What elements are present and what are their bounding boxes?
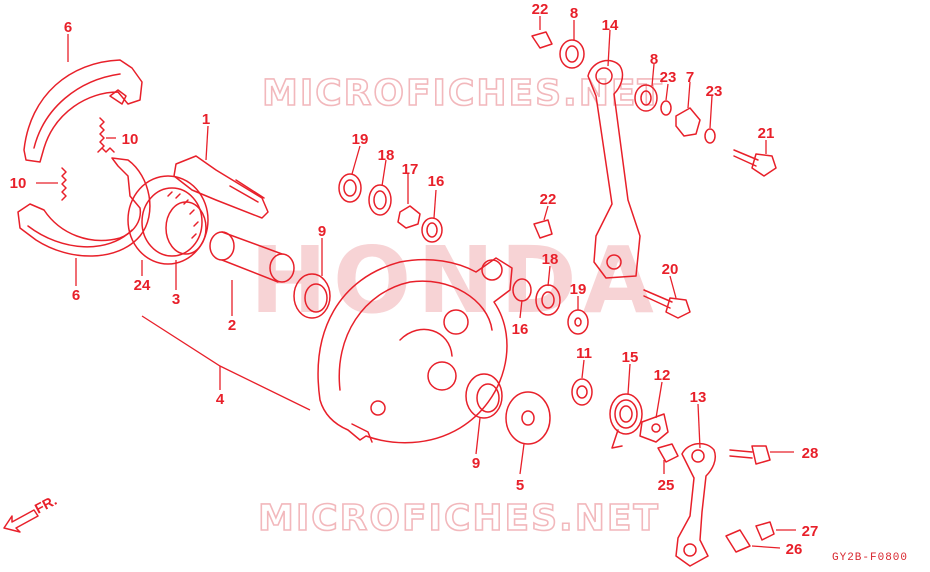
o-ring-23b [704,128,716,144]
callout-10: 10 [122,131,139,148]
seal-16 [421,217,443,243]
callout-18: 18 [542,251,559,268]
oil-seal-lower [465,373,503,419]
return-spring-15 [609,393,643,449]
washer-11 [571,378,593,406]
callout-21: 21 [758,125,775,142]
callout-13: 13 [690,389,707,406]
callout-15: 15 [622,349,639,366]
callout-14: 14 [602,17,619,34]
callout-26: 26 [786,541,803,558]
callout-28: 28 [802,445,819,462]
watermark-top: MICROFICHES.NET [262,73,664,114]
brake-arm-13 [675,442,717,567]
leader-lines [36,16,796,549]
callout-23: 23 [660,69,677,86]
brake-shoe-lower [17,157,151,257]
callout-17: 17 [402,161,419,178]
callout-16: 16 [512,321,529,338]
callout-9: 9 [472,455,480,472]
brake-arm-14 [587,59,641,279]
callout-10: 10 [10,175,27,192]
bolt-28 [729,445,771,465]
pin-26 [725,529,751,553]
dust-seal-19 [338,173,362,203]
callout-19: 19 [570,281,587,298]
callout-labels: 22 8 14 6 8 23 7 23 1 10 21 19 18 17 16 … [10,1,819,558]
oil-seal-upper [293,273,331,319]
nut-25 [657,443,679,463]
callout-25: 25 [658,477,675,494]
callout-18: 18 [378,147,395,164]
callout-4: 4 [216,391,225,408]
nut-22-lower [533,219,553,239]
o-ring-23a [660,100,672,116]
indicator-plate-12 [639,413,669,443]
callout-8: 8 [570,5,578,22]
callout-1: 1 [202,111,210,128]
figure-code: GY2B-F0800 [832,552,908,564]
collar-17 [397,205,421,229]
callout-6: 6 [64,19,72,36]
nut-22-top [531,31,553,49]
callout-23: 23 [706,83,723,100]
callout-22: 22 [540,191,557,208]
callout-16: 16 [428,173,445,190]
callout-27: 27 [802,523,819,540]
watermark-bottom: MICROFICHES.NET [258,498,660,539]
bolt-21 [733,149,777,177]
gear-assembly [127,175,209,265]
callout-7: 7 [686,69,694,86]
callout-22: 22 [532,1,549,18]
brake-panel [317,257,513,444]
collar-7 [675,107,701,137]
callout-3: 3 [172,291,180,308]
bearing-8-top [559,39,585,69]
callout-9: 9 [318,223,326,240]
callout-5: 5 [516,477,524,494]
spring-lower [61,167,67,201]
bearing-8-right [634,84,658,112]
front-direction-arrow: FR. [3,492,59,533]
seal-18 [368,184,392,216]
callout-6: 6 [72,287,80,304]
callout-20: 20 [662,261,679,278]
nut-27 [755,521,775,541]
brake-cam-shaft [173,155,269,219]
spring-upper [97,117,115,153]
collar [209,231,295,283]
callout-11: 11 [576,345,592,362]
callout-8: 8 [650,51,658,68]
callout-24: 24 [134,277,151,294]
callout-12: 12 [654,367,671,384]
callout-2: 2 [228,317,236,334]
brake-shoe-upper [23,59,143,163]
washer-5 [505,391,551,445]
callout-19: 19 [352,131,369,148]
bolt-20 [643,289,691,319]
